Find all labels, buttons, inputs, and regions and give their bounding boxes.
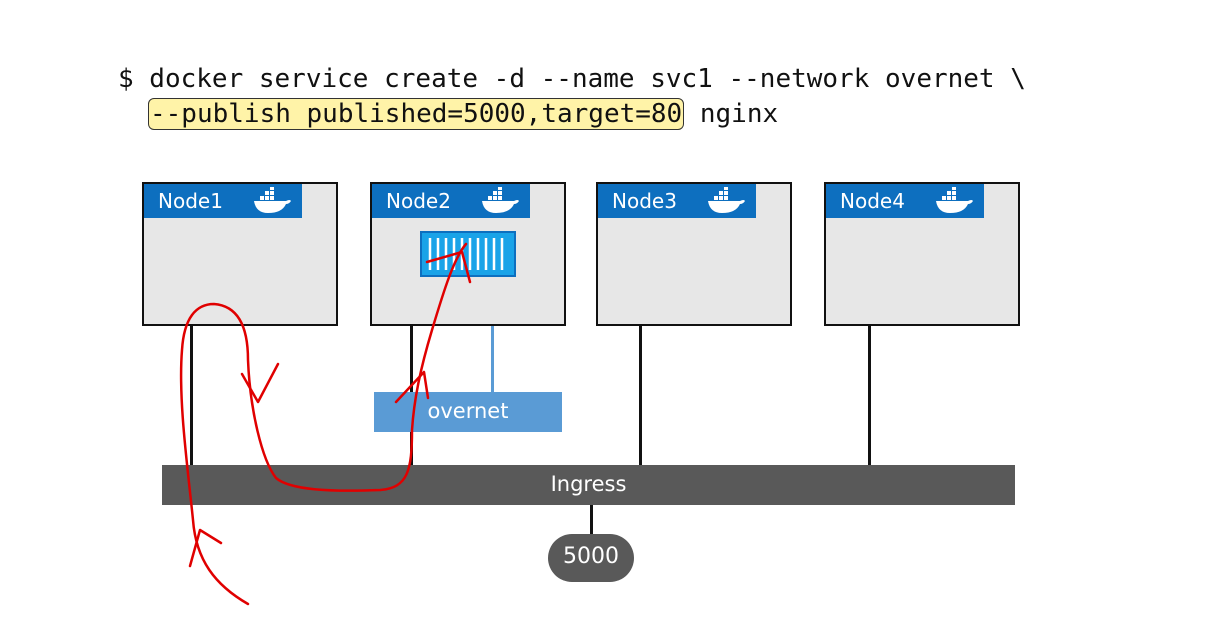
node-4: Node4 — [824, 182, 1020, 326]
node-3-header: Node3 — [598, 184, 756, 218]
command-line-1: $ docker service create -d --name svc1 -… — [118, 64, 1026, 94]
docker-whale-icon — [936, 187, 973, 213]
container-icon — [420, 231, 516, 277]
traffic-path-line — [179, 242, 468, 606]
arrow-up-2-icon — [394, 370, 430, 404]
command-line-2: --publish published=5000,target=80 nginx — [148, 97, 778, 131]
node1-ingress-link — [190, 326, 193, 466]
node-1-header: Node1 — [144, 184, 302, 218]
node4-ingress-link — [868, 326, 871, 466]
node-3: Node3 — [596, 182, 792, 326]
command-image-name: nginx — [684, 99, 779, 129]
docker-whale-icon — [482, 187, 519, 213]
node-4-label: Node4 — [840, 189, 905, 213]
arrow-down-icon — [240, 362, 280, 404]
container-overnet-link — [491, 274, 494, 393]
node3-ingress-link — [639, 326, 642, 466]
overnet-network: overnet — [374, 392, 562, 432]
docker-whale-icon — [708, 187, 745, 213]
overnet-label: overnet — [427, 399, 509, 423]
node-1: Node1 — [142, 182, 338, 326]
publish-flag-highlight: --publish published=5000,target=80 — [148, 98, 685, 130]
arrow-to-container-icon — [425, 250, 472, 284]
ingress-port-link — [590, 504, 593, 535]
node-2: Node2 — [370, 182, 566, 326]
published-port-label: 5000 — [563, 544, 619, 569]
docker-whale-icon — [254, 187, 291, 213]
node-2-header: Node2 — [372, 184, 530, 218]
node-4-header: Node4 — [826, 184, 984, 218]
published-port-badge: 5000 — [548, 534, 634, 582]
node-3-label: Node3 — [612, 189, 677, 213]
arrow-up-1-icon — [188, 528, 223, 568]
ingress-label: Ingress — [550, 472, 627, 496]
node-2-label: Node2 — [386, 189, 451, 213]
ingress-network: Ingress — [162, 465, 1015, 505]
node-1-label: Node1 — [158, 189, 223, 213]
